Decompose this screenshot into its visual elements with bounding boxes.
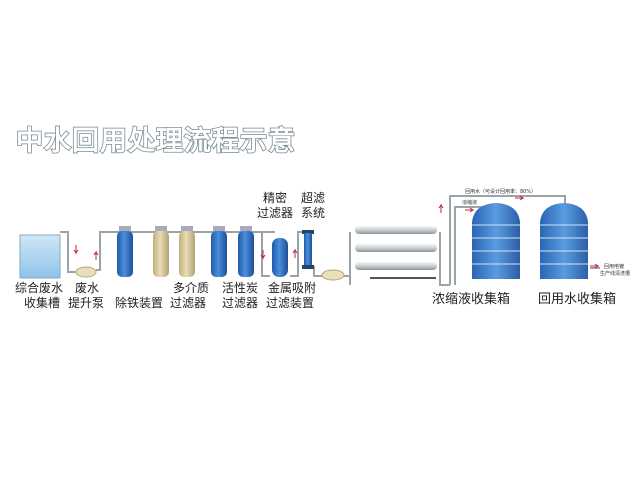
reuse-water-pipe-label: 回用水（可设计回用率：80%） [465, 188, 536, 195]
reuse-water-tank [540, 203, 588, 279]
lift-pump [75, 266, 97, 278]
ro-membrane-rack [355, 226, 437, 279]
collection-tank-label-1: 综合废水 [15, 280, 63, 295]
metal-adsorption-label-1: 金属吸附 [268, 280, 316, 295]
concentrate-pipe-label: 浓缩液 [462, 199, 477, 206]
down-arrow-icon [73, 245, 79, 255]
multimedia-filter-label-1: 多介质 [173, 281, 209, 295]
uf-system-label-2: 系统 [301, 206, 325, 220]
concentrate-tank [472, 203, 520, 279]
right-arrow-icon [590, 263, 600, 269]
iron-removal-vessel [117, 226, 133, 277]
booster-pump [321, 269, 345, 281]
outlet-label-1: 回用电镀 [604, 263, 624, 270]
outlet-label-2: 生产线清洗槽 [600, 270, 630, 277]
metal-adsorption-vessel [272, 238, 288, 277]
reuse-tank-label: 回用水收集箱 [538, 291, 616, 307]
uf-system-label-1: 超滤 [301, 190, 325, 205]
carbon-filter-label-1: 活性炭 [222, 281, 258, 295]
carbon-filter-label-2: 过滤器 [222, 296, 258, 310]
precision-filter-label-1: 精密 [263, 190, 287, 205]
carbon-filter-vessel-2 [238, 226, 254, 277]
uf-module [302, 230, 314, 269]
right-arrow-icon [465, 207, 475, 213]
metal-adsorption-label-2: 过滤装置 [266, 296, 314, 310]
collection-tank-label-2: 收集槽 [24, 295, 60, 310]
up-arrow-icon [292, 248, 298, 258]
down-arrow-icon [260, 250, 266, 260]
up-arrow-icon [93, 250, 99, 260]
multimedia-filter-vessel-2 [179, 226, 195, 277]
iron-removal-label: 除铁装置 [115, 295, 163, 310]
up-arrow-icon [438, 203, 444, 213]
lift-pump-label-2: 提升泵 [68, 295, 104, 310]
lift-pump-label-1: 废水 [75, 280, 99, 295]
diagram-title: 中水回用处理流程示意 [16, 125, 296, 157]
multimedia-filter-vessel-1 [153, 226, 169, 277]
right-arrow-icon [515, 195, 525, 201]
multimedia-filter-label-2: 过滤器 [170, 296, 206, 310]
carbon-filter-vessel-1 [211, 226, 227, 277]
concentrate-tank-label: 浓缩液收集箱 [432, 291, 510, 307]
collection-tank [19, 234, 61, 279]
precision-filter-label-2: 过滤器 [257, 206, 293, 220]
